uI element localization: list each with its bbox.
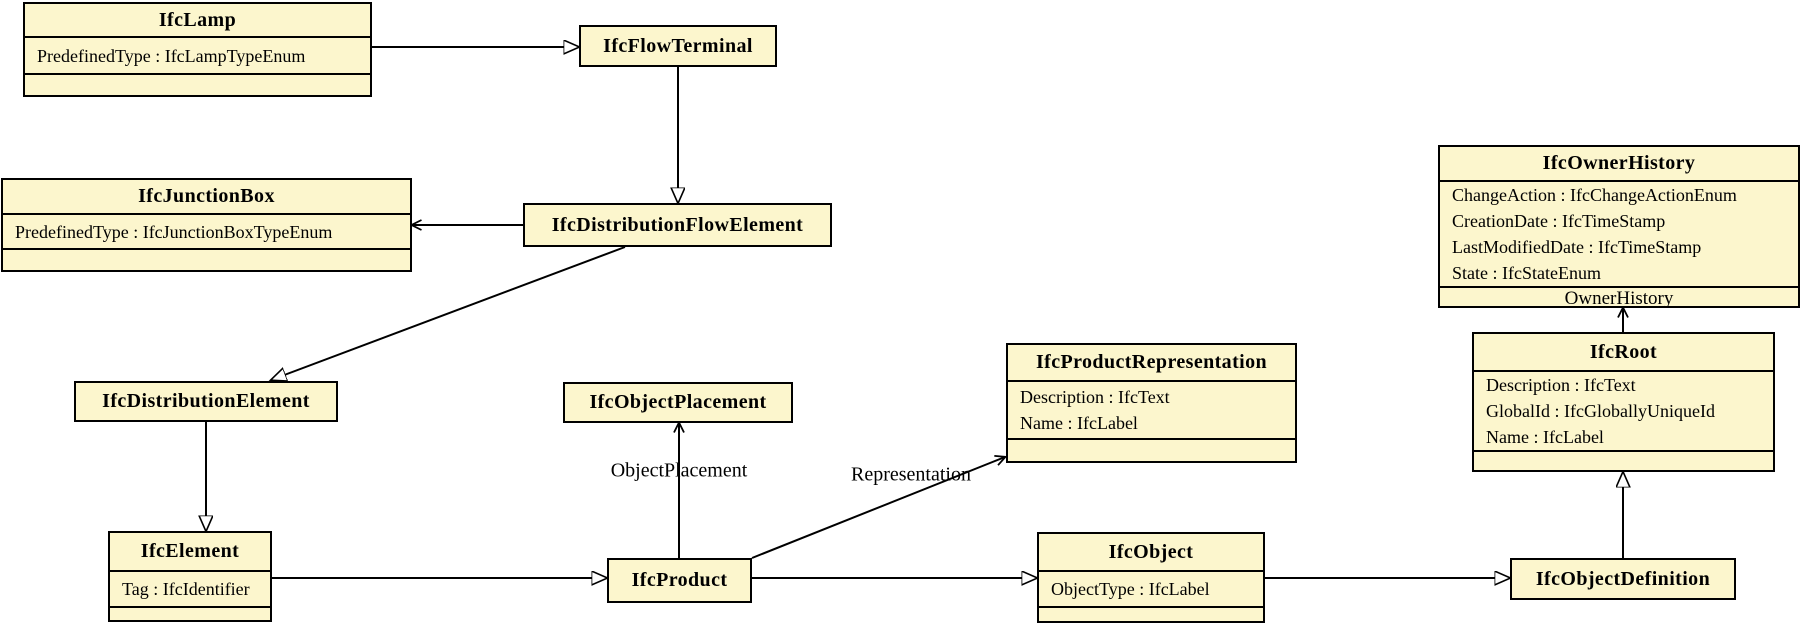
class-attribute: CreationDate : IfcTimeStamp [1452,211,1666,231]
class-title: IfcJunctionBox [138,185,275,207]
class-ifcobjectplacement[interactable]: IfcObjectPlacement [563,382,793,423]
class-title: IfcLamp [158,8,237,31]
class-title: IfcObjectPlacement [589,391,767,413]
class-ifcobjectdefinition[interactable]: IfcObjectDefinition [1510,558,1736,600]
class-title: IfcOwnerHistory [1542,152,1696,174]
class-attributes: ObjectType : IfcLabel [1039,570,1263,606]
class-attribute: ChangeAction : IfcChangeActionEnum [1452,185,1737,205]
class-ifclamp[interactable]: IfcLamp PredefinedType : IfcLampTypeEnum [23,2,372,97]
class-ifcdistributionelement[interactable]: IfcDistributionElement [74,381,338,422]
class-ifcownerhistory[interactable]: IfcOwnerHistory ChangeAction : IfcChange… [1438,145,1800,309]
class-attribute: Name : IfcLabel [1020,413,1138,433]
class-title: IfcProductRepresentation [1035,351,1268,373]
class-attribute: State : IfcStateEnum [1452,263,1601,283]
class-footer [1008,438,1295,461]
class-attributes: Description : IfcText GlobalId : IfcGlob… [1474,370,1773,450]
class-title: IfcFlowTerminal [603,34,753,57]
class-footer [1474,450,1773,470]
class-attributes: ChangeAction : IfcChangeActionEnum Creat… [1440,180,1798,286]
class-ifcroot[interactable]: IfcRoot Description : IfcText GlobalId :… [1472,332,1775,472]
class-footer [25,73,370,95]
class-attribute: Description : IfcText [1020,387,1170,407]
association-label-objectplacement: ObjectPlacement [610,459,748,482]
class-title: IfcElement [140,540,240,562]
class-attributes: PredefinedType : IfcJunctionBoxTypeEnum [3,213,410,248]
class-title: IfcProduct [631,569,728,591]
class-attribute: PredefinedType : IfcJunctionBoxTypeEnum [15,221,333,242]
class-attributes: Description : IfcText Name : IfcLabel [1008,380,1295,438]
edge-distributionflowelement-distributionelement [271,246,626,380]
class-footer [110,606,270,620]
class-footer [1039,606,1263,621]
association-label-representation: Representation [851,463,971,486]
class-title: IfcObjectDefinition [1535,567,1711,590]
class-footer [3,248,410,270]
class-title: IfcDistributionElement [102,390,310,412]
class-attribute: ObjectType : IfcLabel [1051,579,1210,599]
class-ifcflowterminal[interactable]: IfcFlowTerminal [579,25,777,67]
class-title: IfcObject [1108,540,1194,563]
class-attributes: Tag : IfcIdentifier [110,570,270,606]
class-ifcelement[interactable]: IfcElement Tag : IfcIdentifier [108,531,272,622]
class-footer-ownerhistory-role: OwnerHistory [1440,286,1798,309]
class-attribute: LastModifiedDate : IfcTimeStamp [1452,237,1702,257]
class-attribute: GlobalId : IfcGloballyUniqueId [1486,401,1715,421]
class-ifcjunctionbox[interactable]: IfcJunctionBox PredefinedType : IfcJunct… [1,178,412,272]
class-title: IfcDistributionFlowElement [551,213,804,236]
class-attribute: Tag : IfcIdentifier [122,579,250,599]
class-attribute: Description : IfcText [1486,375,1636,395]
class-attribute: PredefinedType : IfcLampTypeEnum [37,45,306,66]
class-ifcproduct[interactable]: IfcProduct [607,558,752,603]
class-attribute: Name : IfcLabel [1486,427,1604,447]
class-ifcproductrepresentation[interactable]: IfcProductRepresentation Description : I… [1006,343,1297,463]
class-ifcobject[interactable]: IfcObject ObjectType : IfcLabel [1037,532,1265,623]
class-attributes: PredefinedType : IfcLampTypeEnum [25,36,370,73]
edge-product-productrepresentation [751,454,1008,559]
class-title: IfcRoot [1589,340,1658,363]
class-ifcdistributionflowelement[interactable]: IfcDistributionFlowElement [523,203,832,247]
